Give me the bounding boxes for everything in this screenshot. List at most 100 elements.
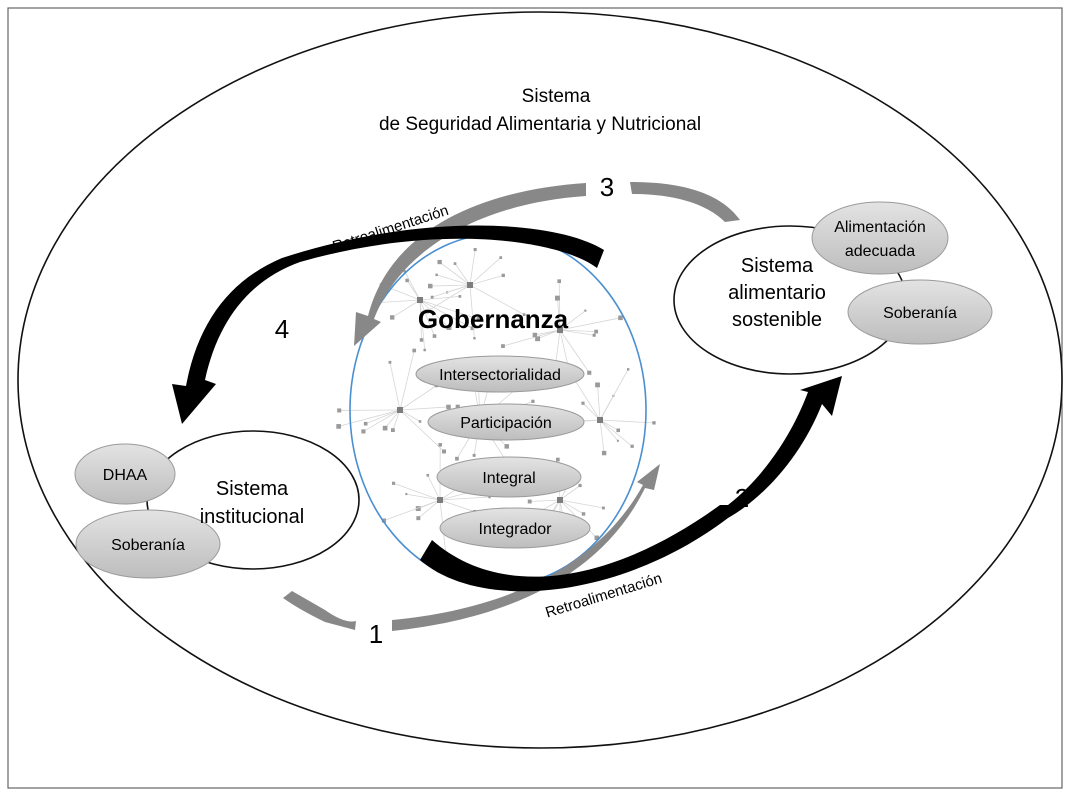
pill-integral	[436, 456, 582, 498]
network-link	[426, 284, 471, 312]
network-link	[502, 329, 561, 347]
network-link	[436, 274, 471, 286]
network-link	[419, 299, 426, 351]
network-node	[390, 428, 395, 433]
food-system-line3: sostenible	[732, 309, 822, 331]
network-node	[557, 279, 562, 284]
network-node	[403, 269, 406, 273]
network-link	[399, 350, 415, 411]
network-node	[602, 506, 605, 510]
network-node	[336, 424, 341, 429]
network-link	[439, 499, 475, 513]
network-node	[594, 535, 600, 541]
pill-intersectoriality	[415, 355, 585, 393]
network-node	[437, 259, 442, 265]
network-hub	[557, 327, 563, 333]
tag-adequate-food-line1: Alimentación	[834, 219, 926, 236]
governance-title: Gobernanza	[418, 304, 569, 334]
network-node	[473, 248, 477, 252]
network-node	[556, 457, 560, 462]
food-system-line2: alimentario	[728, 282, 826, 304]
network-node	[446, 325, 452, 330]
network-node	[532, 332, 538, 338]
network-link	[399, 409, 421, 422]
network-node	[630, 444, 634, 448]
network-link	[439, 261, 471, 286]
network-hub	[417, 297, 423, 303]
gray-arrow-3-tail	[630, 182, 740, 222]
network-link	[559, 310, 586, 331]
network-link	[392, 299, 421, 318]
network-link	[559, 329, 590, 373]
outer-system-ellipse	[17, 11, 1063, 749]
network-node	[581, 512, 586, 516]
tag-adequate-food	[811, 201, 949, 275]
network-node	[388, 360, 392, 364]
network-link	[529, 499, 561, 502]
network-link	[404, 271, 421, 301]
network-link	[454, 263, 471, 286]
network-node	[470, 326, 475, 331]
network-node	[415, 506, 421, 512]
pill-intersectoriality-label: Intersectorialidad	[439, 367, 561, 384]
network-link	[419, 295, 460, 301]
network-link	[559, 329, 595, 336]
network-link	[418, 499, 441, 519]
pill-participation	[427, 403, 585, 441]
network-link	[469, 284, 525, 315]
pill-integrator-label: Integrador	[479, 521, 553, 538]
outer-title-line1: Sistema	[522, 86, 591, 107]
network-node	[601, 450, 607, 456]
network-link	[559, 485, 581, 501]
network-node	[584, 309, 587, 312]
network-link	[392, 409, 401, 431]
network-node	[428, 283, 433, 289]
network-link	[399, 409, 445, 452]
network-node	[423, 348, 426, 352]
network-link	[419, 299, 435, 337]
network-link	[384, 409, 401, 429]
network-node	[531, 399, 535, 403]
network-node	[391, 481, 396, 485]
network-hub	[557, 497, 563, 503]
network-link	[558, 281, 561, 331]
network-node	[419, 338, 424, 342]
network-link	[559, 329, 569, 367]
black-arrow-2	[420, 376, 842, 592]
network-link	[599, 419, 619, 431]
network-link	[534, 329, 561, 336]
network-link	[599, 369, 629, 421]
network-node	[412, 348, 417, 353]
network-node	[499, 256, 503, 259]
network-link	[597, 384, 601, 421]
tag-sovereignty-institutional-label: Soberanía	[111, 537, 185, 554]
pill-integrator	[439, 507, 591, 549]
network-link	[439, 496, 490, 501]
tag-dhaa-label: DHAA	[103, 467, 148, 484]
network-node	[361, 429, 366, 434]
step-number-1: 1	[369, 619, 383, 649]
network-node	[424, 309, 429, 314]
network-node	[555, 295, 560, 301]
network-node	[473, 337, 476, 340]
network-node	[363, 421, 368, 426]
network-link	[399, 385, 437, 411]
network-node	[442, 449, 446, 454]
network-node	[501, 273, 505, 278]
network-node	[616, 439, 619, 442]
network-link	[559, 499, 604, 509]
network-node	[501, 344, 505, 348]
network-link	[599, 419, 619, 442]
network-link	[419, 299, 473, 329]
network-node	[618, 315, 623, 321]
gray-arrow-1	[392, 464, 660, 631]
network-node	[504, 444, 509, 449]
step-number-3: 3	[600, 172, 614, 202]
tag-dhaa	[74, 443, 176, 505]
step-number-4: 4	[275, 314, 289, 344]
institutional-line2: institucional	[200, 506, 305, 528]
network-node	[578, 483, 582, 488]
network-node	[390, 315, 395, 320]
